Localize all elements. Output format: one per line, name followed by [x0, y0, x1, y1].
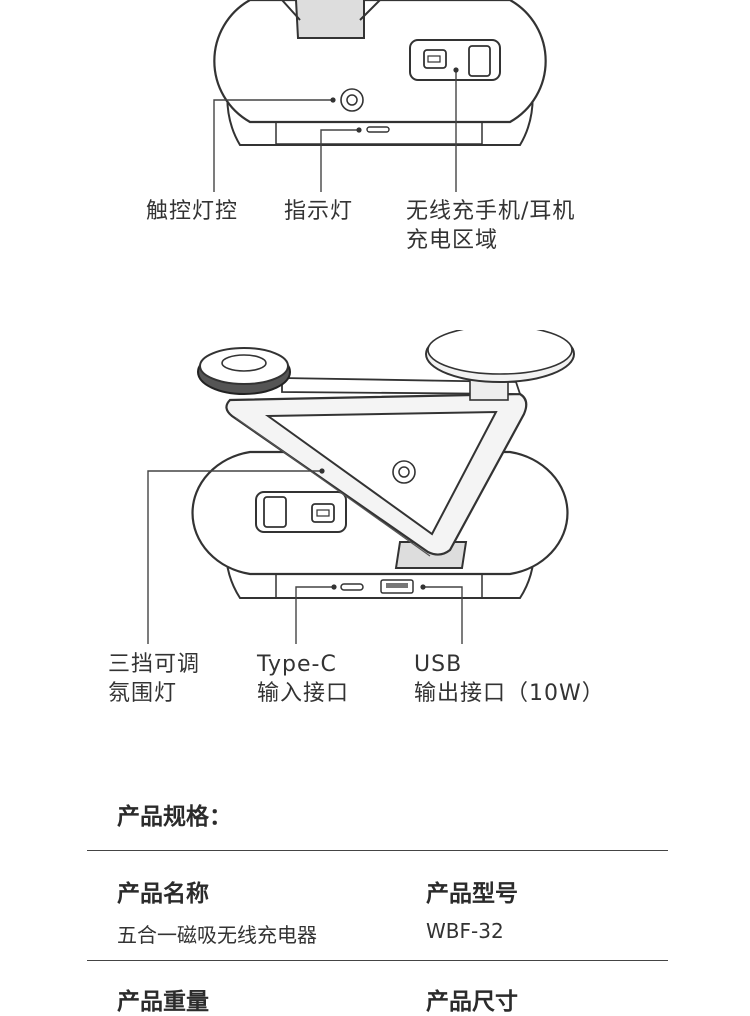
spec-label-product-name: 产品名称 — [117, 881, 209, 907]
port-tall — [468, 45, 491, 77]
port-block — [255, 491, 347, 533]
bottom-product-diagram: 三挡可调 氛围灯 Type-C 输入接口 USB 输出接口（10W） — [0, 330, 750, 730]
callout-line: 输出接口（10W） — [414, 681, 605, 706]
stand-arm — [281, 0, 381, 21]
stand-foot — [295, 0, 365, 39]
callout-ambient-light: 三挡可调 氛围灯 — [108, 650, 200, 708]
specs-divider — [87, 850, 668, 851]
touch-control-ring — [340, 88, 364, 112]
touch-control-icon — [398, 466, 410, 478]
spec-label-weight: 产品重量 — [117, 989, 209, 1015]
callout-line: 氛围灯 — [108, 681, 178, 706]
callout-touch-control: 触控灯控 — [146, 197, 238, 226]
port-rect — [427, 55, 441, 63]
touch-control-icon — [346, 94, 358, 106]
callout-line: 输入接口 — [257, 681, 350, 706]
leader-ambient — [147, 470, 322, 644]
callout-line: 触控灯控 — [146, 199, 239, 224]
port-square — [311, 503, 335, 523]
leader-touch — [213, 99, 333, 192]
type-c-port — [340, 583, 364, 591]
bottom-charger-illustration — [147, 330, 575, 644]
callout-line: USB — [414, 652, 463, 677]
stand-frame-inner — [264, 410, 498, 536]
specs-title: 产品规格： — [117, 804, 232, 830]
port-rect — [316, 509, 330, 517]
callout-line: 无线充手机/耳机 — [406, 199, 576, 224]
callout-line: 充电区域 — [406, 228, 499, 253]
callout-line: 指示灯 — [284, 199, 354, 224]
callout-wireless-area: 无线充手机/耳机 充电区域 — [406, 197, 575, 255]
leader-typec — [295, 586, 334, 644]
spec-label-size: 产品尺寸 — [426, 989, 518, 1015]
callout-type-c-input: Type-C 输入接口 — [257, 650, 349, 708]
port-square — [423, 49, 447, 69]
specs-divider — [87, 960, 668, 961]
spec-value-product-name: 五合一磁吸无线充电器 — [117, 923, 317, 947]
stand-top-bar — [281, 377, 522, 395]
callout-line: Type-C — [257, 652, 337, 677]
spec-value-model: WBF-32 — [426, 919, 504, 943]
top-product-diagram: 触控灯控 指示灯 无线充手机/耳机 充电区域 — [0, 0, 750, 290]
port-tall — [263, 496, 287, 528]
indicator-light — [366, 126, 390, 133]
touch-control-ring — [392, 460, 416, 484]
callout-line: 三挡可调 — [108, 652, 201, 677]
leader-indicator — [320, 129, 359, 192]
spec-label-model: 产品型号 — [426, 881, 518, 907]
leader-usb — [423, 586, 463, 644]
stand-frame-edge — [235, 417, 431, 557]
callout-indicator-light: 指示灯 — [284, 197, 353, 226]
top-charger-illustration — [213, 0, 547, 192]
callout-usb-output: USB 输出接口（10W） — [414, 650, 605, 708]
front-panel — [275, 121, 483, 145]
front-panel — [275, 573, 483, 599]
